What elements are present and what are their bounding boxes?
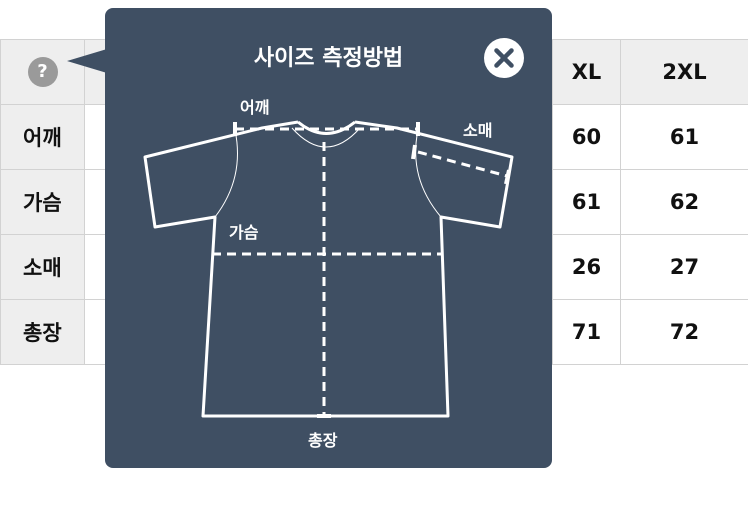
cell-2xl: 61 [620,104,748,170]
row-label-sleeve: 소매 [0,234,85,300]
column-header-xl: XL [552,39,621,105]
cell-xl: 71 [552,299,621,365]
cell-2xl: 27 [620,234,748,300]
tshirt-outline-icon [143,120,514,418]
row-label-length: 총장 [0,299,85,365]
label-shoulder: 어깨 [240,98,270,117]
row-label-chest: 가슴 [0,169,85,235]
cell-xl: 26 [552,234,621,300]
close-icon [494,48,514,68]
size-guide-popover: 사이즈 측정방법 [67,8,552,468]
tshirt-diagram [143,120,514,418]
close-button[interactable] [484,38,524,78]
popover-pointer [67,49,107,73]
cell-2xl: 62 [620,169,748,235]
row-label-shoulder: 어깨 [0,104,85,170]
label-sleeve: 소매 [463,121,493,140]
sleeve-line [417,150,508,178]
help-button[interactable]: ? [27,57,58,87]
label-chest: 가슴 [229,223,259,242]
cell-xl: 60 [552,104,621,170]
cell-xl: 61 [552,169,621,235]
column-header-2xl: 2XL [620,39,748,105]
measurement-lines [212,127,508,416]
popover-title: 사이즈 측정방법 [253,46,404,71]
label-length: 총장 [308,431,338,450]
cell-2xl: 72 [620,299,748,365]
